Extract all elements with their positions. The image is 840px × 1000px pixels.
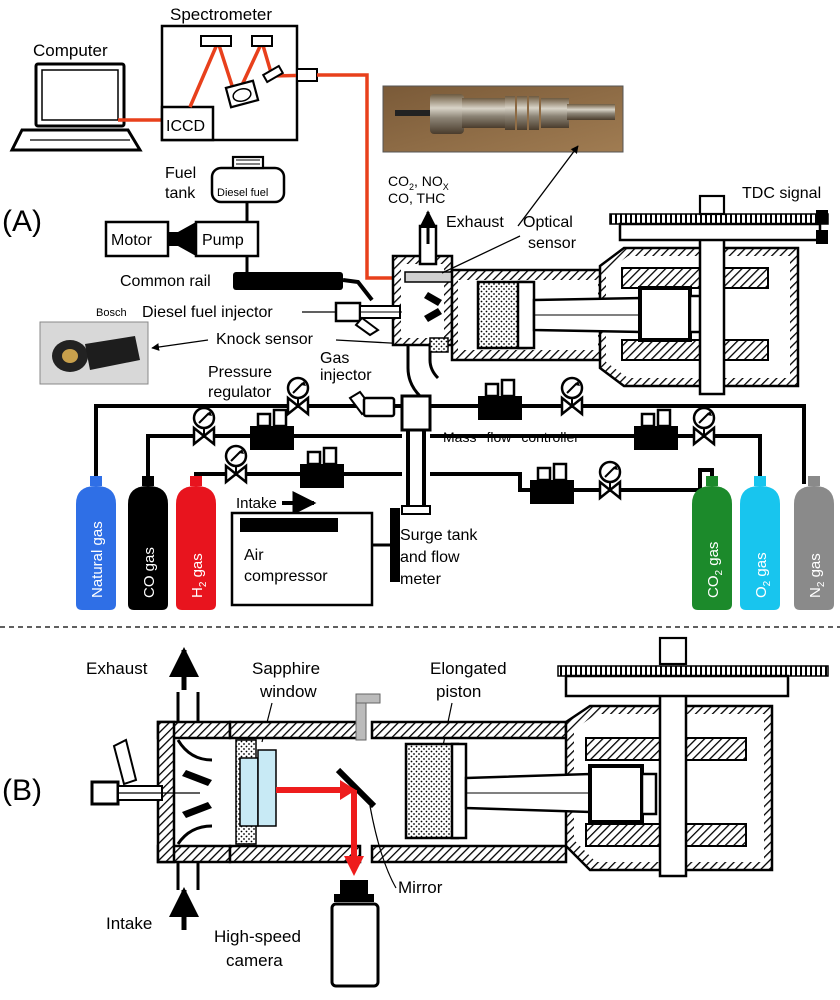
common-rail-label: Common rail — [120, 273, 211, 290]
camera-label-1: High-speed — [214, 927, 301, 946]
surge-tank-label-2: and flow — [400, 549, 460, 566]
sapphire-window-label-2: window — [259, 682, 317, 701]
emissions-line-1: CO2, NOX — [388, 173, 449, 192]
exhaust-b-label: Exhaust — [86, 659, 148, 678]
fuel-tank-label-2: tank — [165, 185, 196, 202]
gas-cylinder-label: O2 gas — [753, 552, 773, 598]
gas-cylinder-label: N2 gas — [807, 553, 827, 598]
photo-pointer — [517, 145, 579, 227]
optical-sensor-label-2: sensor — [528, 235, 577, 252]
spectrometer-label: Spectrometer — [170, 5, 272, 24]
gas-cylinder-label: H2 gas — [189, 553, 209, 598]
regulator-co — [192, 406, 216, 447]
iccd-label: ICCD — [166, 118, 205, 135]
gas-cylinder: Natural gas — [76, 476, 116, 610]
valves-group — [192, 376, 716, 504]
gas-cylinders: Natural gas CO gas H2 gas CO2 gas O2 gas N2 g… — [76, 476, 834, 610]
motor-pump: Motor Pump — [104, 220, 260, 272]
gas-cylinder-label: Natural gas — [89, 521, 106, 598]
mfc-co2 — [530, 462, 574, 504]
exhaust-a-label: Exhaust — [446, 214, 504, 231]
gas-injector-label-2: injector — [320, 367, 372, 384]
bosch-label: Bosch — [96, 307, 127, 319]
diesel-fuel-label: Diesel fuel — [217, 187, 268, 199]
panel-b-label: (B) — [2, 774, 42, 807]
regulator-h2 — [224, 444, 248, 485]
fuel-tank: Fuel tank Diesel fuel — [165, 155, 286, 222]
gas-cylinder-label: CO gas — [141, 547, 158, 598]
elongated-piston-label-2: piston — [436, 682, 481, 701]
diesel-injector-label: Diesel fuel injector — [142, 304, 273, 321]
emissions-line-2: CO, THC — [388, 190, 445, 206]
optical-fiber — [317, 73, 405, 280]
surge-tank-label-3: meter — [400, 571, 442, 588]
knock-sensor-label: Knock sensor — [216, 331, 314, 348]
regulator-n2 — [560, 376, 584, 417]
mfc-o2 — [634, 408, 678, 450]
engine-b — [90, 636, 829, 890]
common-rail: Common rail — [120, 272, 374, 302]
pressure-regulator-label-2: regulator — [208, 384, 272, 401]
computer-label: Computer — [33, 41, 108, 60]
knock-sensor-photo — [39, 321, 149, 385]
intake-b-label: Intake — [106, 914, 152, 933]
mirror-label: Mirror — [398, 878, 443, 897]
gas-cylinder-label: CO2 gas — [705, 542, 725, 598]
pressure-regulator-main — [286, 376, 310, 417]
optical-sensor-photo — [382, 85, 624, 153]
gas-cylinder: CO gas — [128, 476, 168, 610]
engine-a — [334, 194, 829, 402]
mfc-h2 — [300, 446, 344, 488]
mfc-co — [250, 408, 294, 450]
gas-cylinder: N2 gas — [794, 476, 834, 610]
motor-label: Motor — [111, 232, 153, 249]
air-compressor-label-1: Air — [244, 547, 264, 564]
gas-injector — [348, 390, 402, 418]
gas-injector-label-1: Gas — [320, 350, 349, 367]
gas-cylinder: H2 gas — [176, 476, 216, 610]
sapphire-window-label-1: Sapphire — [252, 659, 320, 678]
surge-tank-label-1: Surge tank — [400, 527, 478, 544]
gas-cylinder: CO2 gas — [692, 476, 732, 610]
air-compressor-label-2: compressor — [244, 568, 328, 585]
regulator-co2 — [598, 460, 622, 501]
camera-label-2: camera — [226, 951, 283, 970]
regulator-o2 — [692, 406, 716, 447]
pressure-regulator-label-1: Pressure — [208, 364, 272, 381]
computer: Computer — [9, 41, 143, 152]
spectrometer: Spectrometer ICCD — [160, 5, 319, 142]
optical-sensor-label-1: Optical — [523, 214, 573, 231]
gas-cylinder: O2 gas — [740, 476, 780, 610]
laser-path — [276, 780, 364, 876]
panel-b: (B) Exhaust Intake Sapphire window Elong… — [2, 636, 829, 988]
elongated-piston-label-1: Elongated — [430, 659, 507, 678]
panel-a-label: (A) — [2, 205, 42, 238]
fuel-tank-label-1: Fuel — [165, 165, 196, 182]
high-speed-camera — [330, 880, 380, 988]
intake-a-label: Intake — [236, 495, 277, 512]
tdc-signal-label: TDC signal — [742, 185, 821, 202]
panel-a: (A) Computer Spectrometer ICCD — [2, 5, 834, 610]
mfc-n2 — [478, 378, 522, 420]
air-compressor: Air compressor — [230, 505, 431, 607]
pump-label: Pump — [202, 232, 244, 249]
